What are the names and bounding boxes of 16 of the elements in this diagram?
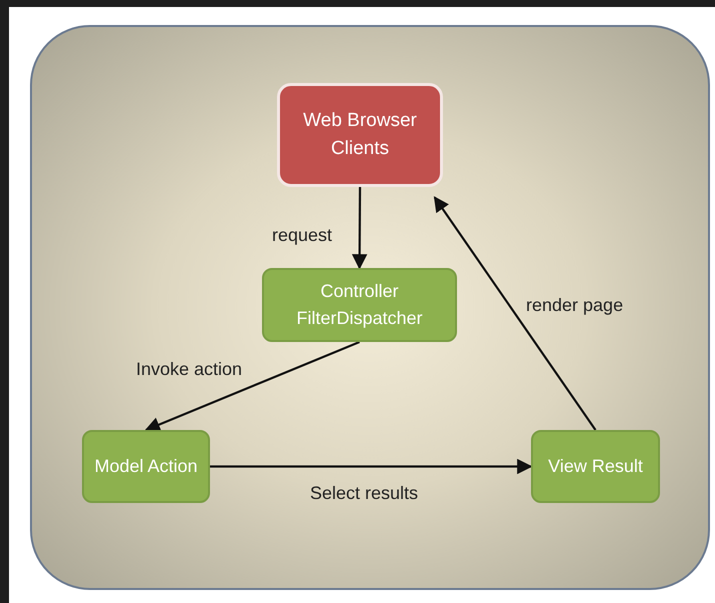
box-label: Model Action xyxy=(94,455,198,478)
process-box xyxy=(262,268,457,342)
arrow xyxy=(144,340,360,432)
arrow xyxy=(210,458,533,474)
box-label: View Result xyxy=(548,455,643,478)
edge-label: request xyxy=(272,224,332,247)
arrow xyxy=(352,187,368,270)
edge-label: Select results xyxy=(310,482,418,505)
edge-label: Invoke action xyxy=(136,358,242,381)
box-label: Web Browser Clients xyxy=(302,108,418,161)
edge-label: render page xyxy=(526,294,624,317)
arrow xyxy=(434,196,596,431)
box-label: Controller FilterDispatcher xyxy=(295,280,424,330)
process-box xyxy=(82,430,210,503)
process-box xyxy=(277,83,443,187)
process-box xyxy=(531,430,660,503)
